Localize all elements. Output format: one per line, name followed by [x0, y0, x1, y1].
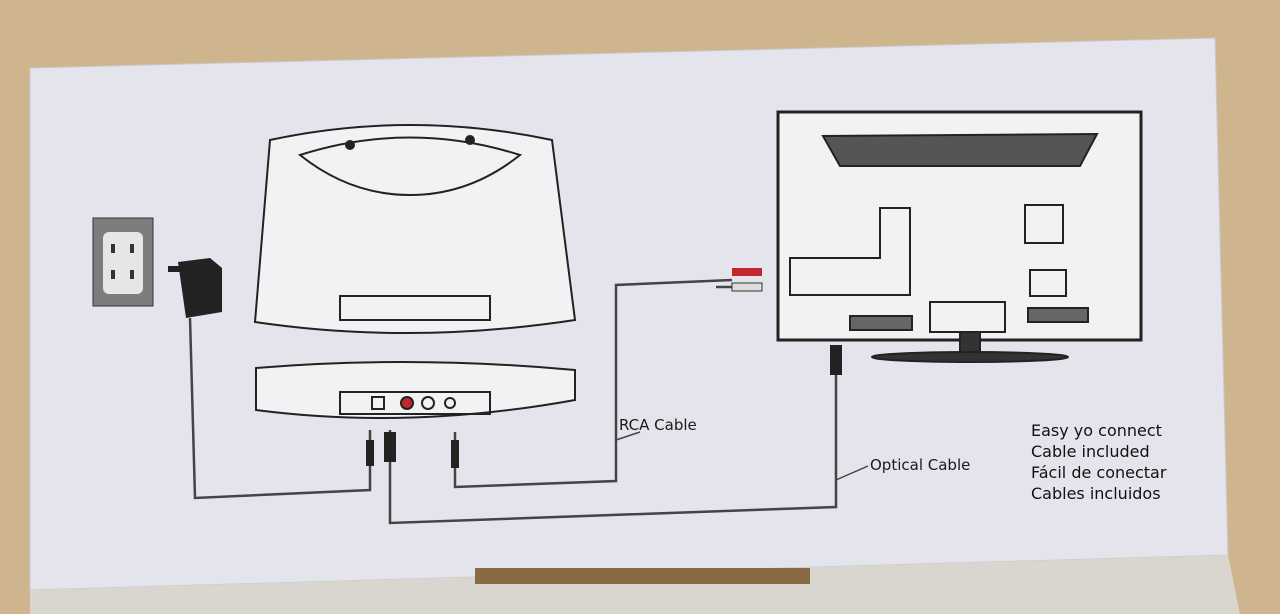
- speaker-base-diagram: [253, 124, 577, 419]
- power-adapter-icon: [168, 258, 222, 318]
- rca-cable-label: RCA Cable: [619, 416, 697, 434]
- tv-diagram: [776, 110, 1143, 363]
- info-line: Cables incluidos: [1031, 484, 1161, 503]
- wall-outlet-icon: [92, 217, 154, 307]
- optical-cable-label: Optical Cable: [870, 456, 971, 474]
- info-line: Fácil de conectar: [1031, 463, 1167, 482]
- box-tape: [475, 568, 810, 584]
- info-line: Cable included: [1031, 442, 1150, 461]
- plug-icons: [366, 345, 842, 468]
- info-text: Easy yo connect Cable included Fácil de …: [1031, 420, 1166, 504]
- info-line: Easy yo connect: [1031, 421, 1162, 440]
- box-bottom-edge: [30, 555, 1240, 614]
